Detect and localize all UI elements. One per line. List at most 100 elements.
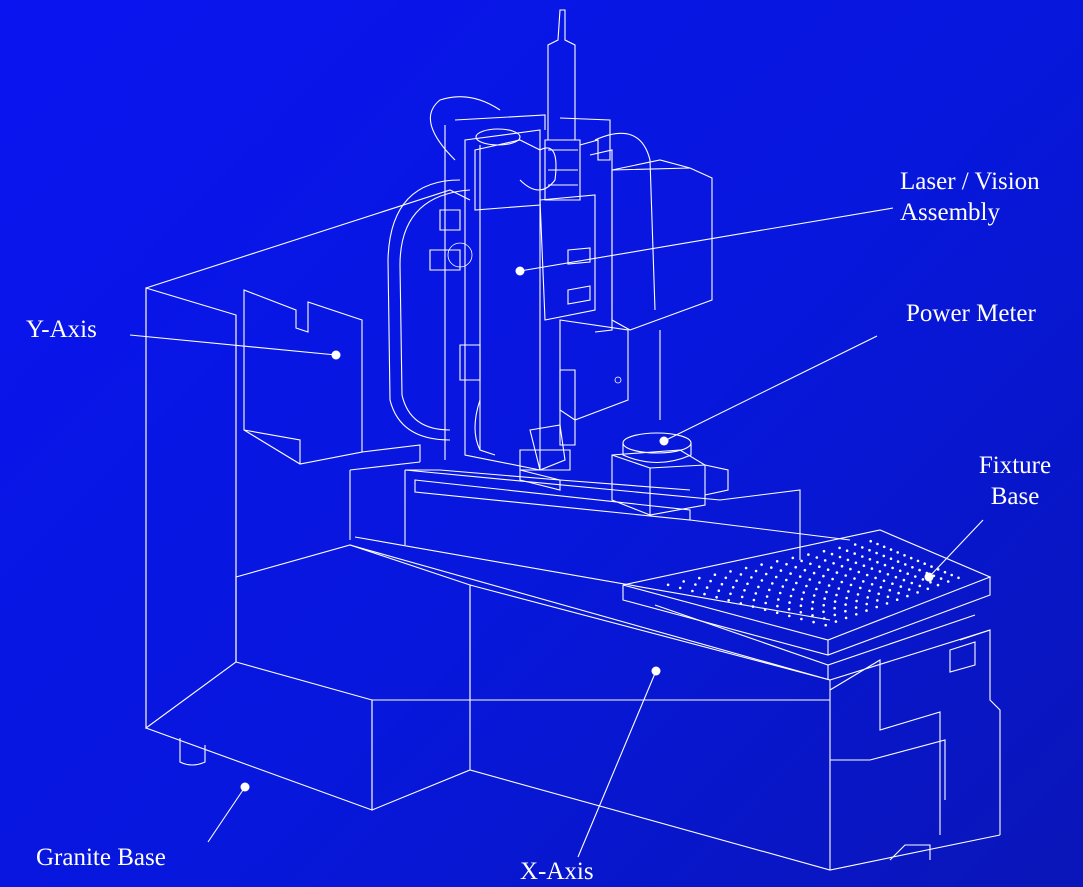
- fixture-hole: [771, 582, 774, 585]
- fixture-hole: [838, 555, 842, 559]
- fixture-hole: [929, 581, 932, 584]
- fixture-hole: [838, 546, 841, 550]
- granite-base-label: Granite Base: [36, 844, 166, 871]
- fixture-hole: [818, 565, 821, 568]
- fixture-hole: [918, 584, 922, 588]
- fixture-hole: [757, 585, 760, 589]
- fixture-hole: [831, 577, 834, 581]
- fixture-hole: [731, 586, 735, 589]
- fixture-hole: [904, 563, 907, 566]
- fixture-hole: [923, 562, 926, 565]
- fixture-hole: [822, 617, 826, 620]
- fixture-hole: [760, 563, 763, 566]
- fixture-hole: [861, 555, 864, 558]
- fixture-hole: [862, 564, 866, 567]
- fixture-hole: [798, 575, 802, 578]
- fixture-hole: [729, 592, 732, 596]
- y-axis-leader-line: [129, 334, 337, 356]
- fixture-hole: [833, 600, 837, 603]
- fixture-hole: [774, 575, 778, 579]
- fixture-hole: [739, 573, 743, 576]
- fixture-hole: [856, 593, 860, 596]
- granite-base: [145, 189, 1001, 871]
- fixture-hole: [868, 589, 871, 593]
- fixture-hole: [789, 572, 792, 575]
- fixture-hole: [800, 617, 803, 621]
- fixture-hole: [868, 558, 872, 561]
- fixture-hole: [910, 581, 914, 585]
- x-axis-label: X-Axis: [520, 858, 594, 885]
- fixture-hole: [788, 614, 791, 618]
- fixture-hole: [874, 576, 877, 580]
- fixture-hole: [894, 575, 898, 579]
- fixture-hole: [846, 558, 850, 562]
- fixture-hole: [847, 590, 850, 593]
- fixture-hole: [779, 569, 783, 572]
- fixture-hole: [865, 573, 869, 577]
- fixture-hole: [825, 590, 828, 594]
- fixture-hole: [878, 570, 882, 573]
- fixture-hole: [764, 601, 767, 605]
- fixture-hole: [914, 575, 917, 578]
- fixture-base-leader-line: [928, 519, 984, 578]
- fixture-hole: [776, 604, 779, 608]
- fixture-hole: [795, 581, 798, 585]
- fixture-hole: [849, 583, 853, 587]
- fixture-hole: [906, 572, 909, 575]
- fixture-hole: [845, 596, 848, 600]
- fixture-hole: [882, 554, 886, 558]
- fixture-hole: [705, 586, 709, 589]
- fixture-hole: [800, 597, 804, 601]
- fixture-hole: [855, 599, 858, 603]
- fixture-hole: [885, 602, 889, 605]
- fixture-hole: [823, 597, 826, 600]
- fixture-hole: [889, 557, 893, 560]
- fixture-hole: [811, 614, 814, 617]
- fixture-hole: [682, 580, 685, 583]
- fixture-base-label: Fixture Base: [978, 452, 1052, 510]
- fixture-hole: [750, 576, 753, 579]
- fixture-hole: [876, 599, 879, 602]
- fixture-hole: [853, 552, 856, 555]
- fixture-hole: [907, 588, 911, 591]
- fixture-hole: [785, 562, 788, 566]
- fixture-hole: [866, 596, 869, 599]
- fixture-hole: [957, 576, 960, 580]
- fixture-hole: [906, 594, 909, 598]
- fixture-hole: [844, 609, 847, 613]
- fixture-hole: [835, 571, 839, 574]
- fixture-hole: [810, 607, 814, 610]
- fixture-hole: [903, 554, 906, 557]
- fixture-hole: [896, 551, 899, 554]
- fixture-hole: [768, 588, 771, 592]
- fixture-hole: [815, 556, 819, 559]
- fixture-hole: [752, 598, 756, 602]
- fixture-hole: [781, 585, 785, 588]
- fixture-hole: [727, 599, 730, 602]
- fixture-hole: [833, 606, 836, 610]
- fixture-hole: [853, 577, 856, 580]
- fixture-hole: [930, 565, 933, 568]
- fixture-hole: [822, 549, 826, 553]
- fixture-hole: [807, 553, 810, 556]
- fixture-hole: [888, 588, 892, 592]
- fixture-hole: [789, 594, 793, 598]
- fixture-hole: [875, 605, 878, 609]
- fixture-hole: [763, 608, 767, 611]
- fixture-hole: [803, 568, 807, 572]
- fixture-hole: [785, 578, 788, 582]
- fixture-hole: [853, 543, 857, 546]
- fixture-hole: [877, 592, 880, 596]
- fixture-hole: [787, 607, 791, 611]
- fixture-hole: [724, 576, 728, 580]
- fixture-hole: [834, 620, 838, 623]
- fixture-hole: [844, 574, 847, 577]
- fixture-hole: [868, 548, 871, 552]
- fixture-hole: [891, 566, 894, 570]
- fixture-hole: [865, 602, 868, 606]
- fixture-hole: [713, 573, 717, 576]
- fixture-hole: [876, 560, 879, 564]
- fixture-hole: [754, 569, 758, 573]
- fixture-hole: [764, 572, 768, 576]
- fixture-hole: [911, 566, 914, 569]
